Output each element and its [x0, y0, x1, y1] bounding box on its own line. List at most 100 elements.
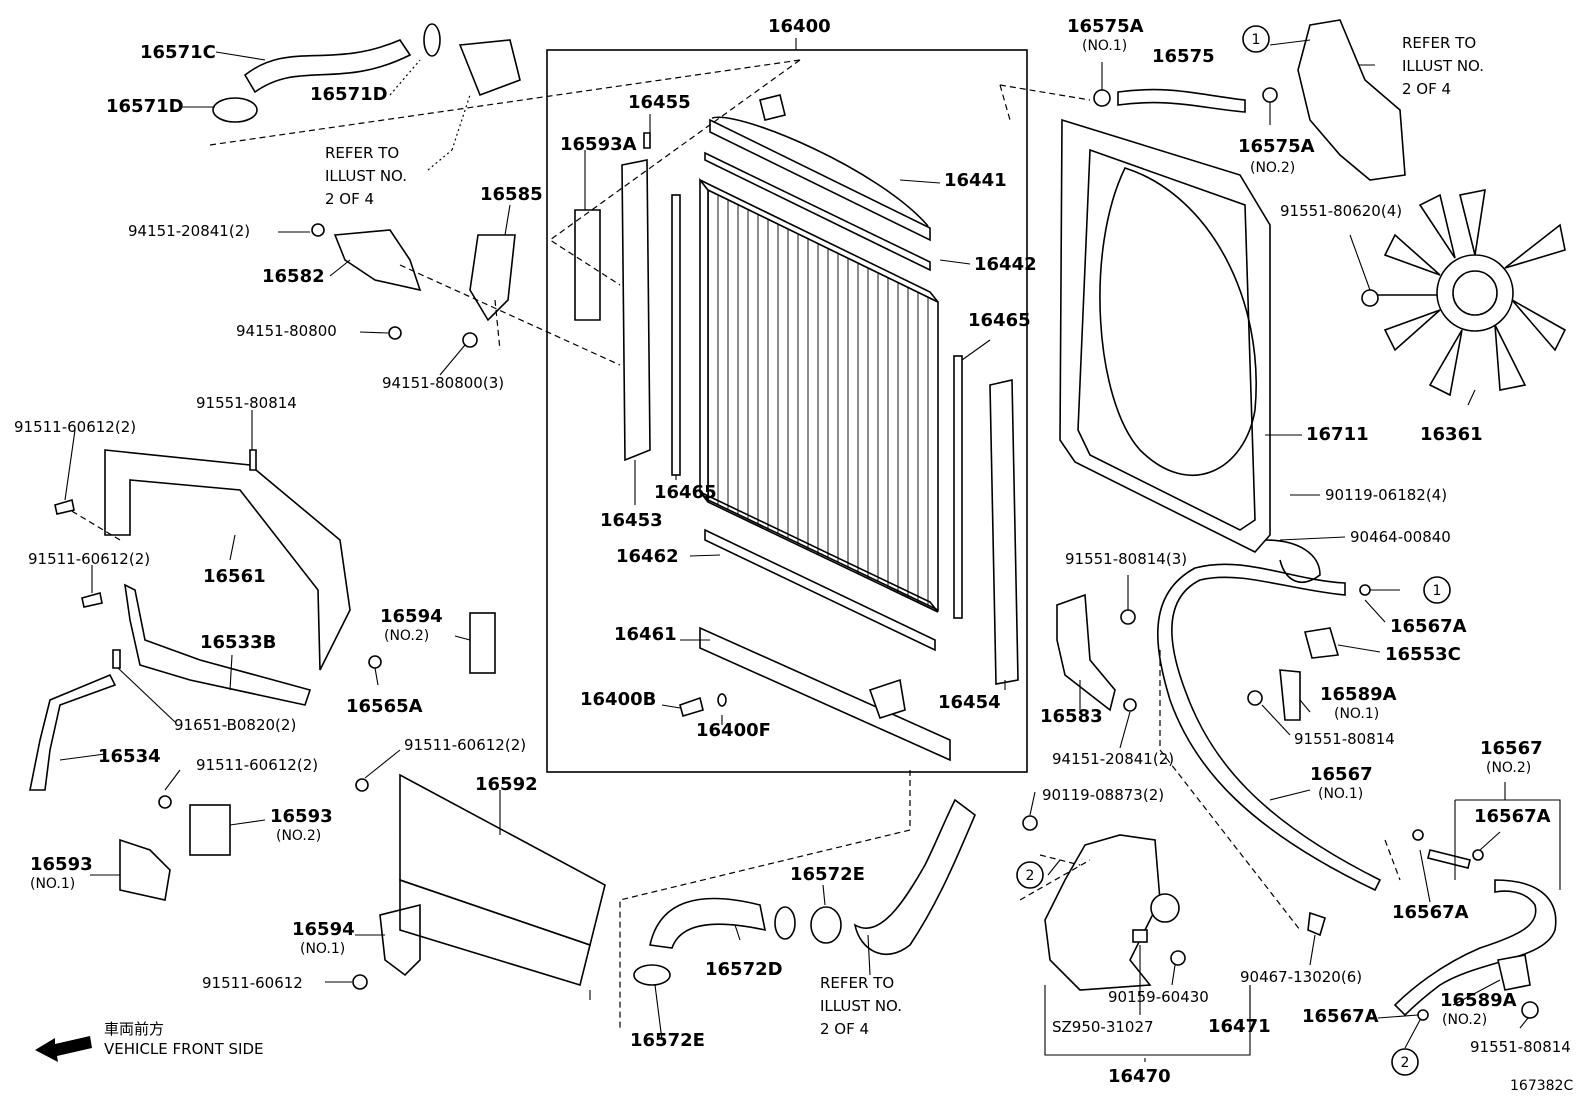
bracket-16589A-no2	[1497, 954, 1531, 991]
label-91511-60612-2c: 91511-60612(2)	[404, 736, 526, 754]
label-16572E-lower: 16572E	[630, 1030, 705, 1051]
label-16575A-no2: 16575A	[1238, 136, 1315, 157]
label-16361: 16361	[1420, 424, 1483, 445]
label-16572E-upper: 16572E	[790, 864, 865, 885]
label-16561: 16561	[203, 566, 266, 587]
ref-3-line2: ILLUST NO.	[820, 997, 902, 1015]
label-16589A-no2: 16589A	[1440, 990, 1517, 1011]
ref-3-line1: REFER TO	[820, 974, 894, 992]
label-16455: 16455	[628, 92, 691, 113]
clamp-16575A-no2	[1262, 87, 1278, 103]
reservoir-cap-16471	[1150, 893, 1180, 923]
label-90119-06182-4: 90119-06182(4)	[1325, 486, 1447, 504]
side-support-right	[989, 379, 1019, 685]
sublabel-16594-no1: (NO.1)	[300, 941, 345, 957]
front-arrow-icon	[35, 1036, 92, 1062]
label-90467-13020-6: 90467-13020(6)	[1240, 968, 1362, 986]
ref-2-line1: REFER TO	[1402, 34, 1476, 52]
nut-94151-20841-b	[1123, 698, 1137, 712]
drain-oring	[717, 693, 727, 707]
reservoir-hose-16567-no2	[1393, 879, 1557, 1017]
clamp-90467-13020	[1307, 911, 1326, 937]
bracket-16567-no2	[1455, 799, 1561, 890]
clamp-16571D-top	[423, 23, 441, 57]
label-16442: 16442	[974, 254, 1037, 275]
label-90119-08873-2: 90119-08873(2)	[1042, 786, 1164, 804]
seal-16594-no1	[379, 903, 421, 977]
upper-tank	[709, 94, 931, 242]
label-16594-no2: 16594	[380, 606, 443, 627]
ref-1-line2: ILLUST NO.	[325, 167, 407, 185]
label-16567-no2: 16567	[1480, 738, 1543, 759]
label-16593-no1: 16593	[30, 854, 93, 875]
label-91511-60612: 91511-60612	[202, 974, 303, 992]
callout-2b: 2	[1401, 1055, 1410, 1071]
sublabel-16593-no1: (NO.1)	[30, 876, 75, 892]
callout-circle-1b	[1423, 576, 1451, 604]
bolt-91551-80814	[249, 449, 257, 471]
label-16461: 16461	[614, 624, 677, 645]
label-16565A: 16565A	[346, 696, 423, 717]
clip-16567A-mid	[1472, 849, 1484, 861]
bolt-91551-80814-c	[1521, 1001, 1539, 1019]
label-16711: 16711	[1306, 424, 1369, 445]
upper-gasket	[704, 151, 931, 272]
bolt-91511-60612-b	[81, 591, 103, 608]
callout-circle-2b	[1391, 1048, 1419, 1076]
bolt-91651-B0820	[112, 649, 121, 669]
label-16593-no2: 16593	[270, 806, 333, 827]
label-91511-60612-2a: 91511-60612(2)	[14, 418, 136, 436]
label-16400F: 16400F	[696, 720, 771, 741]
label-16533B: 16533B	[200, 632, 276, 653]
label-16592: 16592	[475, 774, 538, 795]
label-16454: 16454	[938, 692, 1001, 713]
label-16567A-bottom: 16567A	[1302, 1006, 1379, 1027]
nut-94151-80800-3	[462, 332, 478, 348]
nut-94151-20841	[311, 223, 325, 237]
label-16553C: 16553C	[1385, 644, 1461, 665]
dashed-connections	[69, 59, 1401, 1030]
seal-16593A	[574, 209, 601, 321]
bolt-90119-08873	[1022, 815, 1038, 831]
clamp-16553C	[1303, 627, 1340, 659]
bolt-90159-60430	[1170, 950, 1186, 966]
bracket-16583	[1056, 593, 1116, 712]
label-91551-80814-a: 91551-80814	[196, 394, 297, 412]
nut-91551-80620	[1361, 289, 1379, 307]
bolt-91511-60612	[352, 974, 368, 990]
label-91551-80814-b: 91551-80814	[1294, 730, 1395, 748]
label-16471: 16471	[1208, 1016, 1271, 1037]
label-16583: 16583	[1040, 706, 1103, 727]
lower-gasket	[704, 528, 936, 652]
label-16571D-top: 16571D	[310, 84, 388, 105]
label-94151-80800-3: 94151-80800(3)	[382, 374, 504, 392]
clamp-16572E-lower	[633, 964, 671, 986]
label-16534: 16534	[98, 746, 161, 767]
bolt-91511-60612-a	[54, 498, 75, 515]
side-support-left	[621, 159, 651, 462]
hose-16575	[1117, 88, 1246, 113]
drain-cock	[679, 696, 704, 718]
nut-94151-80800	[388, 326, 402, 340]
label-90159-60430: 90159-60430	[1108, 988, 1209, 1006]
illustration-code: 167382C	[1510, 1078, 1573, 1094]
ref-1-line1: REFER TO	[325, 144, 399, 162]
label-16441: 16441	[944, 170, 1007, 191]
label-16575: 16575	[1152, 46, 1215, 67]
nut-SZ950-31027	[1132, 929, 1148, 943]
clip-16567A-upper	[1359, 584, 1371, 596]
bracket-16585	[469, 234, 516, 322]
seal-16593-no1	[119, 838, 171, 901]
bracket-16582	[333, 229, 422, 292]
label-91551-80814-c: 91551-80814	[1470, 1038, 1571, 1056]
bolt-16455	[643, 132, 651, 149]
sublabel-16567-no1: (NO.1)	[1318, 786, 1363, 802]
ref-2-line2: ILLUST NO.	[1402, 57, 1484, 75]
hose-16571C	[243, 39, 412, 94]
radiator-assembly-frame	[546, 49, 1028, 773]
seal-16594-no2	[469, 612, 496, 674]
label-16594-no1: 16594	[292, 919, 355, 940]
fan-shroud	[1059, 118, 1271, 553]
label-16575A-no1: 16575A	[1067, 16, 1144, 37]
